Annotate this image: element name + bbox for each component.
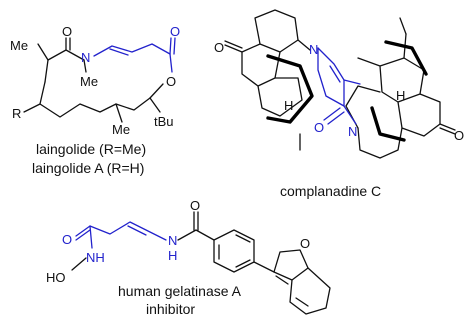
gelatinase-black-fragment [71, 211, 331, 315]
label-nh-amide: H [168, 248, 177, 263]
label-o-right-ketone: O [454, 128, 464, 143]
complanadine-bold-bridges [266, 40, 428, 142]
label-o-amide: O [62, 24, 72, 39]
label-r-group: R [12, 106, 21, 121]
caption-complanadine: complanadine C [280, 183, 381, 199]
label-n-amide2: N [168, 233, 177, 248]
label-o-lactone-ring: O [166, 74, 176, 89]
gelatinase-blue-fragment [75, 221, 167, 249]
caption-laingolide-2: laingolide A (R=H) [32, 160, 144, 176]
caption-gelatinase-2: inhibitor [146, 301, 195, 317]
label-n-pyridone-top: N [309, 42, 318, 57]
label-n-amide: N [81, 50, 90, 65]
label-o-pyridone: O [314, 120, 324, 135]
label-o-hydroxamic: O [62, 232, 72, 247]
label-o-lactone-carbonyl: O [170, 24, 180, 39]
label-me-n: Me [80, 74, 98, 89]
label-o-left-ketone: O [214, 40, 224, 55]
complanadine-structure [224, 9, 456, 159]
label-me3: Me [112, 122, 130, 137]
caption-gelatinase-1: human gelatinase A [118, 283, 242, 299]
label-me1: Me [10, 38, 28, 53]
complanadine-blue-fragment [317, 47, 361, 125]
laingolide-structure [23, 37, 164, 123]
laingolide-blue-fragment [93, 37, 176, 73]
label-ho: HO [46, 270, 66, 285]
label-h-right: H [396, 88, 405, 103]
label-o-benzamide: O [190, 198, 200, 213]
label-nh-hydroxamic: NH [86, 250, 105, 265]
caption-laingolide-1: laingolide (R=Me) [36, 141, 146, 157]
label-tbu: tBu [154, 114, 174, 129]
label-h-left: H [284, 98, 293, 113]
label-o-benzofuran: O [300, 236, 310, 251]
label-n-pyridone-bottom: N [348, 124, 357, 139]
